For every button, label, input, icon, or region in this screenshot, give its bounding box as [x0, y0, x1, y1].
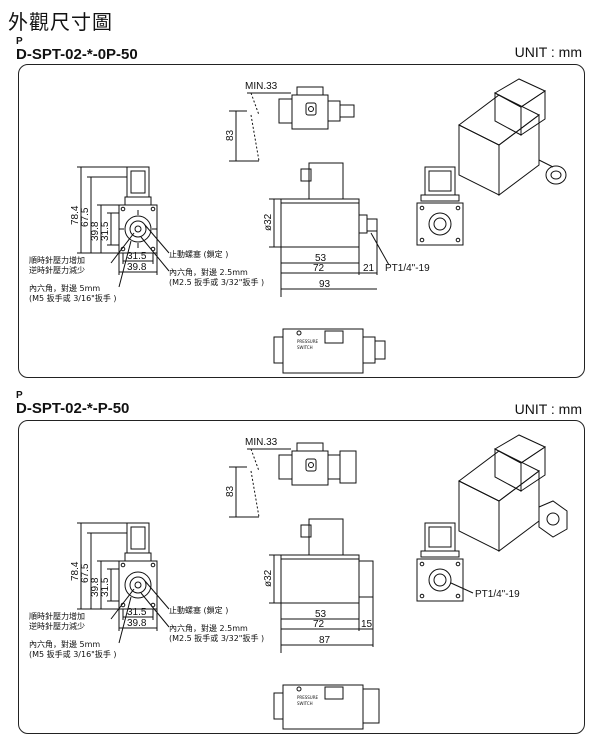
dim-31-5-v: 31.5 — [100, 577, 111, 597]
dim-78-4: 78.4 — [70, 561, 81, 581]
dim-31-5-h: 31.5 — [127, 607, 147, 618]
isometric-view — [458, 78, 567, 196]
plate-text-1: PRESSURE — [297, 339, 319, 344]
page-title: 外觀尺寸圖 — [8, 10, 113, 34]
dim-port: PT1/4"-19 — [475, 589, 520, 600]
bottom-view — [273, 328, 386, 374]
model-title-1: P D-SPT-02-*-0P-50 — [16, 36, 138, 64]
note-ccw: 逆時針壓力減少 — [29, 265, 85, 275]
note-cw: 順時針壓力增加 — [29, 255, 85, 265]
dim-39-8-h: 39.8 — [127, 618, 147, 629]
dim-total: 93 — [319, 279, 331, 290]
dim-53: 53 — [315, 609, 327, 620]
drawing-panel-2: MIN.33 83 78.4 67.5 39.8 31.5 31.5 39.8 … — [18, 420, 585, 734]
note-hex25: 內六角，對邊 2.5mm — [169, 623, 248, 633]
note-hex25-tool: (M2.5 扳手或 3/32"扳手 ) — [169, 277, 264, 287]
front-view — [118, 166, 158, 254]
dim-port: PT1/4"-19 — [385, 263, 430, 274]
dimension-drawing-1: MIN.33 83 78.4 67.5 39.8 31.5 31.5 39.8 … — [29, 78, 567, 374]
dim-total: 87 — [319, 635, 331, 646]
dim-15: 15 — [361, 619, 373, 630]
dim-min33: MIN.33 — [245, 81, 278, 92]
bottom-view — [273, 684, 380, 730]
end-view — [416, 522, 464, 602]
dim-21: 21 — [363, 263, 375, 274]
note-hex25-tool: (M2.5 扳手或 3/32"扳手 ) — [169, 633, 264, 643]
note-hex5-tool: (M5 扳手或 3/16"扳手 ) — [29, 293, 117, 303]
dim-39-8-h: 39.8 — [127, 262, 147, 273]
isometric-view — [458, 434, 568, 552]
note-stop-screw: 止動螺塞 (鎖定 ) — [169, 605, 228, 615]
dim-39-8-v: 39.8 — [90, 577, 101, 597]
dim-53: 53 — [315, 253, 327, 264]
note-hex25: 內六角，對邊 2.5mm — [169, 267, 248, 277]
end-view — [416, 166, 464, 246]
dim-83: 83 — [225, 129, 236, 141]
dim-31-5-h: 31.5 — [127, 251, 147, 262]
front-view — [118, 522, 158, 610]
dim-phi32: ø32 — [263, 213, 274, 231]
dim-67-5: 67.5 — [80, 207, 91, 227]
unit-label-1: UNIT : mm — [514, 44, 582, 60]
top-view — [278, 86, 355, 130]
note-hex5: 內六角，對邊 5mm — [29, 283, 100, 293]
side-view — [280, 162, 378, 248]
dim-72: 72 — [313, 263, 325, 274]
note-cw: 順時針壓力增加 — [29, 611, 85, 621]
dim-phi32: ø32 — [263, 569, 274, 587]
model-title-2: P D-SPT-02-*-P-50 — [16, 390, 130, 418]
dim-67-5: 67.5 — [80, 563, 91, 583]
plate-text-2: SWITCH — [297, 345, 313, 350]
note-ccw: 逆時針壓力減少 — [29, 621, 85, 631]
dim-31-5-v: 31.5 — [100, 221, 111, 241]
dim-83: 83 — [225, 485, 236, 497]
dim-min33: MIN.33 — [245, 437, 278, 448]
note-hex5-tool: (M5 扳手或 3/16"扳手 ) — [29, 649, 117, 659]
drawing-panel-1: MIN.33 83 78.4 67.5 39.8 31.5 31.5 39.8 … — [18, 64, 585, 378]
plate-text-1: PRESSURE — [297, 695, 319, 700]
unit-label-2: UNIT : mm — [514, 401, 582, 417]
dim-78-4: 78.4 — [70, 205, 81, 225]
plate-text-2: SWITCH — [297, 701, 313, 706]
dimension-drawing-2: MIN.33 83 78.4 67.5 39.8 31.5 31.5 39.8 … — [29, 434, 568, 730]
top-view — [278, 442, 357, 486]
side-view — [280, 518, 374, 604]
dim-72: 72 — [313, 619, 325, 630]
note-hex5: 內六角，對邊 5mm — [29, 639, 100, 649]
note-stop-screw: 止動螺塞 (鎖定 ) — [169, 249, 228, 259]
dim-39-8-v: 39.8 — [90, 221, 101, 241]
